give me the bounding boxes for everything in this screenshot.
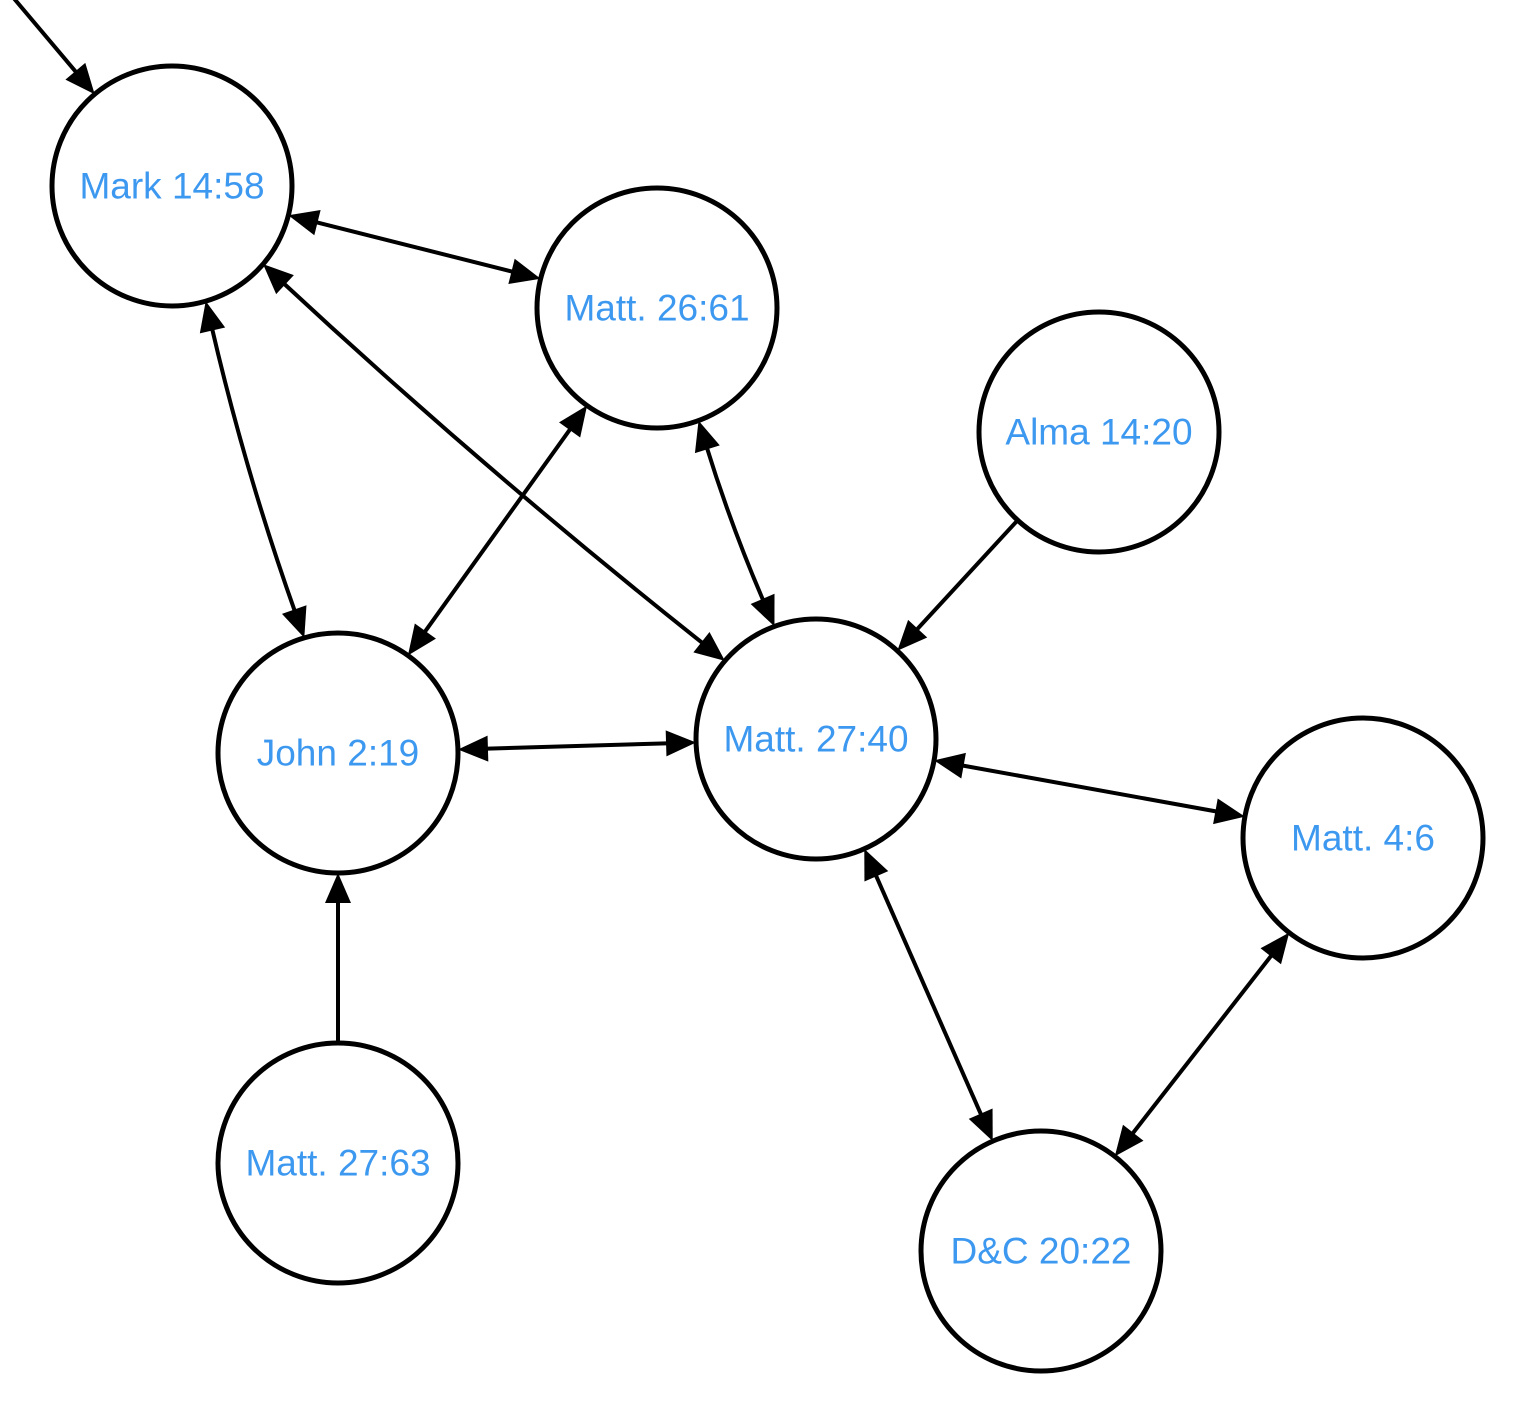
arrowhead-icon — [281, 605, 307, 638]
arrowhead-icon — [694, 420, 720, 454]
node-matt-26-61[interactable]: Matt. 26:61 — [534, 185, 780, 431]
node-circle — [1240, 715, 1486, 961]
node-circle — [976, 309, 1222, 555]
arrowhead-icon — [968, 1108, 993, 1142]
arrowhead-icon — [325, 873, 351, 903]
node-circle — [534, 185, 780, 431]
arrowhead-icon — [407, 623, 436, 656]
arrowhead-icon — [457, 735, 489, 762]
edge-line — [421, 425, 574, 636]
node-label: Matt. 4:6 — [1291, 818, 1435, 859]
edge-mark-14-58-to-matt-26-61 — [288, 209, 541, 285]
node-john-2-19[interactable]: John 2:19 — [215, 630, 461, 876]
arrowhead-icon — [1114, 1124, 1144, 1157]
edges-layer — [12, 0, 1290, 1157]
node-matt-4-6[interactable]: Matt. 4:6 — [1240, 715, 1486, 961]
node-label: Matt. 27:40 — [723, 719, 908, 760]
node-label: Alma 14:20 — [1005, 412, 1192, 453]
arrowhead-icon — [559, 405, 588, 438]
node-dc-20-22[interactable]: D&C 20:22 — [918, 1128, 1164, 1374]
node-circle — [918, 1128, 1164, 1374]
edge-line — [1129, 951, 1275, 1138]
arrowhead-icon — [864, 848, 889, 882]
edge-line — [313, 219, 516, 275]
edge-matt-26-61-to-john-2-19 — [407, 405, 588, 656]
edge-offscreen-to-mark-14-58 — [12, 0, 95, 95]
edge-matt-27-40-to-matt-4-6 — [934, 752, 1245, 825]
edge-alma-14-20-to-matt-27-40 — [897, 518, 1020, 651]
node-label: Mark 14:58 — [79, 166, 264, 207]
edge-mark-14-58-to-john-2-19 — [199, 301, 307, 638]
edge-line — [959, 763, 1220, 814]
edge-matt-27-63-to-john-2-19 — [325, 873, 351, 1044]
edge-line — [209, 326, 298, 615]
edge-matt-27-40-to-dc-20-22 — [864, 848, 993, 1142]
arrowhead-icon — [508, 258, 541, 285]
node-label: Matt. 26:61 — [564, 288, 749, 329]
node-circle — [693, 616, 939, 862]
arrowhead-icon — [897, 619, 928, 651]
node-mark-14-58[interactable]: Mark 14:58 — [49, 63, 295, 309]
node-alma-14-20[interactable]: Alma 14:20 — [976, 309, 1222, 555]
edge-line — [913, 518, 1020, 634]
arrowhead-icon — [750, 593, 775, 627]
edge-matt-4-6-to-dc-20-22 — [1114, 932, 1290, 1157]
node-label: D&C 20:22 — [951, 1231, 1132, 1272]
node-matt-27-63[interactable]: Matt. 27:63 — [215, 1040, 461, 1286]
edge-line — [704, 444, 766, 604]
edge-mark-14-58-to-matt-27-40 — [263, 264, 725, 661]
arrowhead-icon — [1213, 798, 1245, 825]
node-circle — [215, 1040, 461, 1286]
arrowhead-icon — [288, 209, 321, 236]
edge-line — [12, 0, 80, 76]
node-circle — [49, 63, 295, 309]
edge-line — [280, 280, 706, 647]
arrowhead-icon — [693, 632, 725, 661]
arrowhead-icon — [665, 730, 697, 757]
arrowhead-icon — [263, 264, 294, 295]
edge-matt-26-61-to-matt-27-40 — [694, 420, 775, 627]
arrowhead-icon — [934, 752, 966, 779]
edge-line — [483, 741, 671, 751]
node-label: John 2:19 — [257, 733, 420, 774]
edge-line — [872, 871, 985, 1119]
node-label: Matt. 27:63 — [245, 1143, 430, 1184]
node-circle — [215, 630, 461, 876]
edge-john-2-19-to-matt-27-40 — [457, 730, 697, 762]
arrowhead-icon — [199, 301, 226, 334]
node-matt-27-40[interactable]: Matt. 27:40 — [693, 616, 939, 862]
arrowhead-icon — [1260, 932, 1290, 965]
arrowhead-icon — [65, 62, 95, 95]
